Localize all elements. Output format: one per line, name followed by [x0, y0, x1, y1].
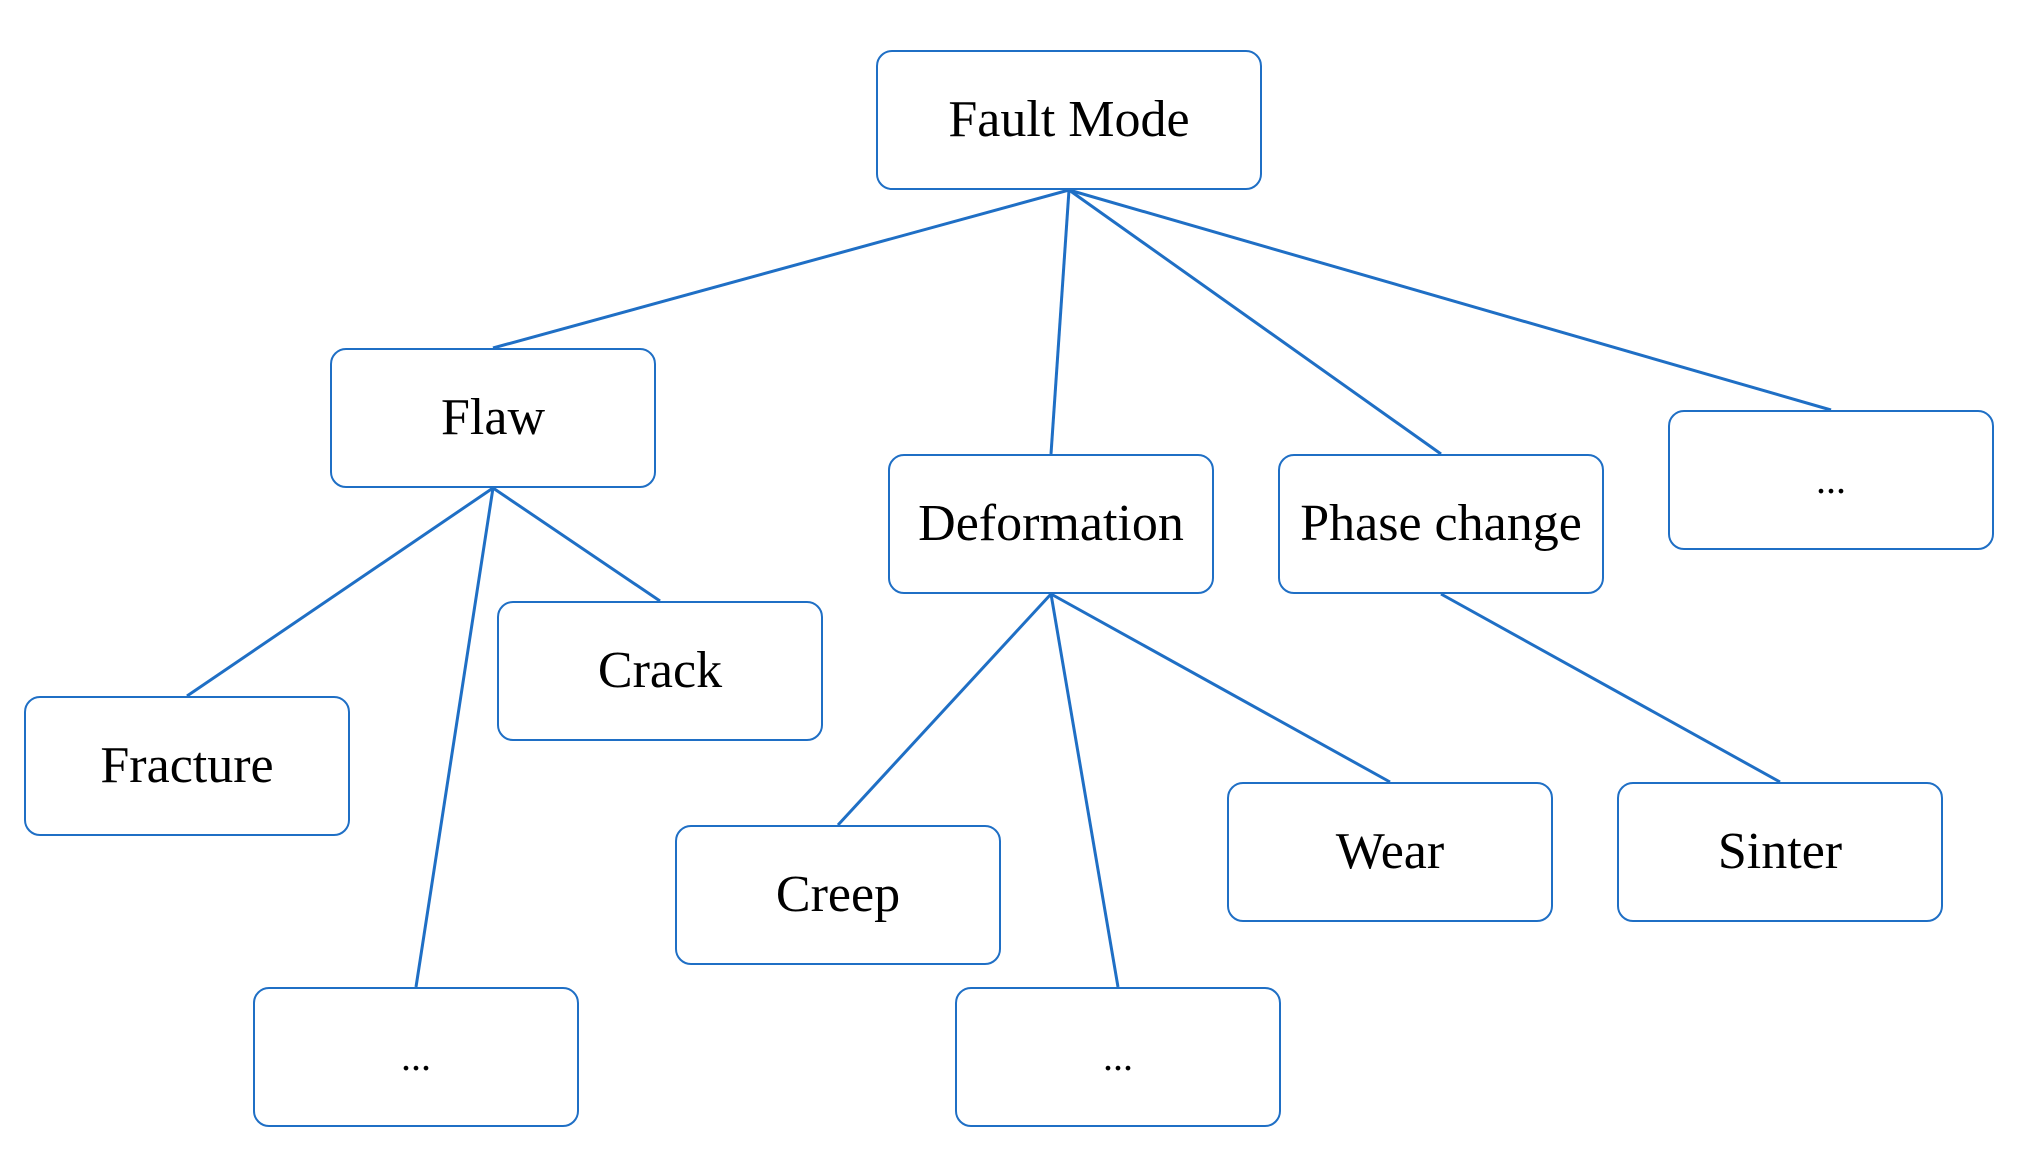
node-deformation: Deformation: [888, 454, 1214, 594]
connector-deformation-to-wear: [1050, 592, 1391, 784]
node-phase-change: Phase change: [1278, 454, 1604, 594]
connector-flaw-to-fracture: [186, 486, 494, 698]
connector-flaw-to-crack: [492, 486, 661, 603]
node-sinter: Sinter: [1617, 782, 1943, 922]
node-fault-mode: Fault Mode: [876, 50, 1262, 190]
node-wear: Wear: [1227, 782, 1553, 922]
connector-deformation-to-creep: [836, 592, 1053, 827]
node-more-flaw-types: ...: [253, 987, 579, 1127]
node-flaw: Flaw: [330, 348, 656, 488]
connector-phase_change-to-sinter: [1440, 592, 1781, 784]
node-more-fault-modes: ...: [1668, 410, 1994, 550]
connector-root-to-deformation: [1049, 189, 1071, 455]
connector-deformation-to-more_deformation: [1049, 593, 1120, 988]
connector-root-to-more_top: [1068, 188, 1832, 412]
connector-root-to-flaw: [492, 188, 1070, 350]
connector-flaw-to-more_flaw: [414, 487, 495, 988]
connector-root-to-phase_change: [1068, 188, 1442, 456]
node-creep: Creep: [675, 825, 1001, 965]
node-crack: Crack: [497, 601, 823, 741]
node-fracture: Fracture: [24, 696, 350, 836]
node-more-deformation-types: ...: [955, 987, 1281, 1127]
